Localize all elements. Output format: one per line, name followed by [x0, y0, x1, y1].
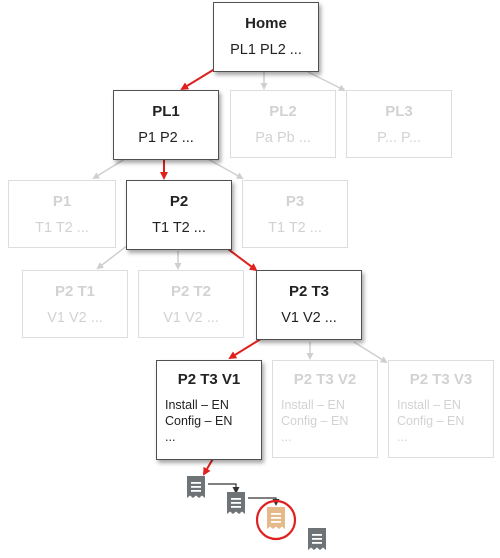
arrow-p2t3-v3 [353, 341, 388, 364]
node-p2t3v2[interactable]: P2 T3 V2 Install – EN Config – EN ... [272, 360, 378, 458]
node-p2t2[interactable]: P2 T2 V1 V2 ... [138, 270, 244, 338]
arrow-doc1-doc2 [208, 483, 240, 494]
node-pl1[interactable]: PL1 P1 P2 ... [113, 90, 219, 160]
node-title: P3 [285, 193, 305, 210]
node-title: PL2 [269, 103, 297, 120]
node-p2t1[interactable]: P2 T1 V1 V2 ... [22, 270, 128, 338]
node-children: V1 V2 ... [163, 310, 219, 326]
node-home[interactable]: Home PL1 PL2 ... [213, 2, 319, 72]
node-children: PL1 PL2 ... [230, 42, 302, 58]
node-p1[interactable]: P1 T1 T2 ... [8, 180, 116, 248]
node-title: PL3 [385, 103, 413, 120]
doc-line: Config – EN [281, 414, 349, 428]
node-p2t3[interactable]: P2 T3 V1 V2 ... [256, 270, 362, 340]
arrow-p2t3-v1 [228, 336, 265, 360]
arrow-home-pl1 [180, 66, 219, 91]
arrow-p2-p2t1 [96, 244, 129, 270]
arrow-pl1-p1 [92, 156, 129, 180]
doc-line: ... [281, 430, 292, 444]
node-children: P1 P2 ... [138, 130, 194, 146]
node-p3[interactable]: P3 T1 T2 ... [242, 180, 348, 248]
node-children: V1 V2 ... [47, 310, 103, 326]
node-title: P2 T1 [54, 283, 96, 300]
doc-line: Install – EN [397, 398, 461, 412]
node-pl2[interactable]: PL2 Pa Pb ... [230, 90, 336, 158]
node-title: P2 T3 V1 [177, 371, 241, 388]
doc-line: ... [165, 430, 176, 444]
document-icon[interactable] [308, 528, 326, 550]
node-title: PL1 [152, 103, 180, 120]
node-pl3[interactable]: PL3 P... P... [346, 90, 452, 158]
document-highlighted-icon[interactable] [267, 507, 285, 529]
doc-line: Config – EN [397, 414, 465, 428]
node-children: T1 T2 ... [152, 220, 206, 236]
doc-line: Config – EN [165, 414, 233, 428]
node-p2t3v3[interactable]: P2 T3 V3 Install – EN Config – EN ... [388, 360, 494, 458]
highlight-ring [255, 499, 297, 541]
node-children: Pa Pb ... [255, 130, 311, 146]
node-title: P2 T3 V3 [409, 371, 473, 388]
node-p2[interactable]: P2 T1 T2 ... [126, 180, 232, 250]
node-title: Home [245, 15, 287, 32]
doc-line: ... [397, 430, 408, 444]
arrow-home-pl3 [307, 71, 346, 91]
node-children: T1 T2 ... [35, 220, 89, 236]
node-title: P2 T3 V2 [293, 371, 357, 388]
node-children: P... P... [377, 130, 421, 146]
arrow-pl1-p3 [205, 157, 244, 179]
node-p2t3v1[interactable]: P2 T3 V1 Install – EN Config – EN ... [156, 360, 262, 460]
doc-line: Install – EN [165, 398, 229, 412]
node-children: T1 T2 ... [268, 220, 322, 236]
doc-line: Install – EN [281, 398, 345, 412]
node-title: P1 [52, 193, 72, 210]
arrow-p2-p2t3 [227, 248, 258, 272]
node-title: P2 [169, 193, 189, 210]
node-children: V1 V2 ... [281, 310, 337, 326]
document-icon[interactable] [187, 476, 205, 498]
node-title: P2 T3 [288, 283, 330, 300]
node-title: P2 T2 [170, 283, 212, 300]
document-icon[interactable] [227, 492, 245, 514]
